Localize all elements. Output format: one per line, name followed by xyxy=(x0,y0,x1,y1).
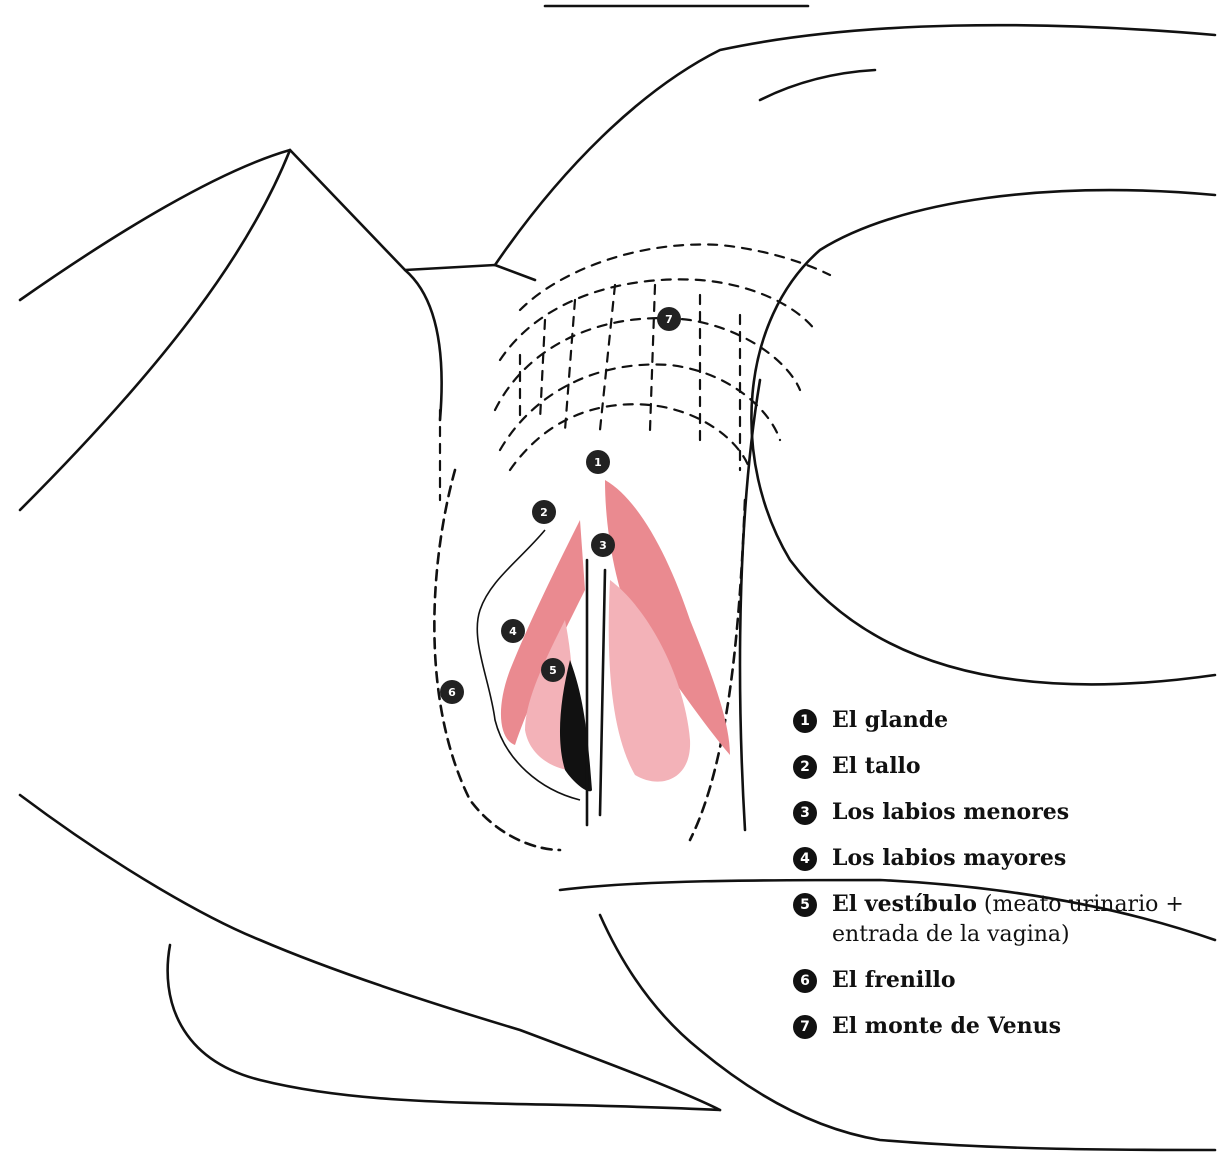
legend-term: El glande xyxy=(832,707,948,733)
legend-item-1: 1 El glande xyxy=(792,705,1212,736)
belly-fold xyxy=(760,70,875,100)
svg-text:3: 3 xyxy=(599,539,607,552)
marker-2: 2 xyxy=(532,500,556,524)
svg-text:1: 1 xyxy=(594,456,602,469)
svg-text:5: 5 xyxy=(549,664,557,677)
center-line-2 xyxy=(600,570,605,815)
legend-term: El monte de Venus xyxy=(832,1013,1061,1039)
svg-text:4: 4 xyxy=(509,625,517,638)
marker-5: 5 xyxy=(541,658,565,682)
legend-term: Los labios mayores xyxy=(832,845,1066,871)
left-leg-inner xyxy=(290,150,442,420)
marker-6: 6 xyxy=(440,680,464,704)
legend-number: 2 xyxy=(793,755,817,779)
legend-term: El frenillo xyxy=(832,967,956,993)
lower-left-outline xyxy=(20,795,720,1110)
legend-item-4: 4 Los labios mayores xyxy=(792,843,1212,874)
legend-number: 4 xyxy=(793,847,817,871)
svg-text:7: 7 xyxy=(665,313,673,326)
marker-3: 3 xyxy=(591,533,615,557)
right-thigh-outline xyxy=(751,190,1215,684)
svg-text:6: 6 xyxy=(448,686,456,699)
legend-number: 7 xyxy=(793,1015,817,1039)
legend-number: 3 xyxy=(793,801,817,825)
legend-item-3: 3 Los labios menores xyxy=(792,797,1212,828)
legend-item-7: 7 El monte de Venus xyxy=(792,1011,1212,1042)
legend-term: El vestíbulo xyxy=(832,891,977,917)
legend-term: El tallo xyxy=(832,753,921,779)
left-leg-outline xyxy=(20,150,290,510)
marker-4: 4 xyxy=(501,619,525,643)
belly-outline xyxy=(495,25,1215,265)
mons-hair xyxy=(440,244,830,500)
legend-term: Los labios menores xyxy=(832,799,1069,825)
legend-item-2: 2 El tallo xyxy=(792,751,1212,782)
legend-item-5: 5 El vestíbulo (meato urinario + entrada… xyxy=(792,889,1212,950)
right-thigh-inner xyxy=(740,380,760,830)
groin-line xyxy=(405,265,535,280)
legend: 1 El glande 2 El tallo 3 Los labios meno… xyxy=(792,705,1212,1057)
legend-number: 5 xyxy=(793,893,817,917)
legend-item-6: 6 El frenillo xyxy=(792,965,1212,996)
marker-7: 7 xyxy=(657,307,681,331)
marker-1: 1 xyxy=(586,450,610,474)
svg-text:2: 2 xyxy=(540,506,548,519)
lower-left-fold xyxy=(168,945,720,1110)
legend-number: 6 xyxy=(793,969,817,993)
legend-number: 1 xyxy=(793,709,817,733)
